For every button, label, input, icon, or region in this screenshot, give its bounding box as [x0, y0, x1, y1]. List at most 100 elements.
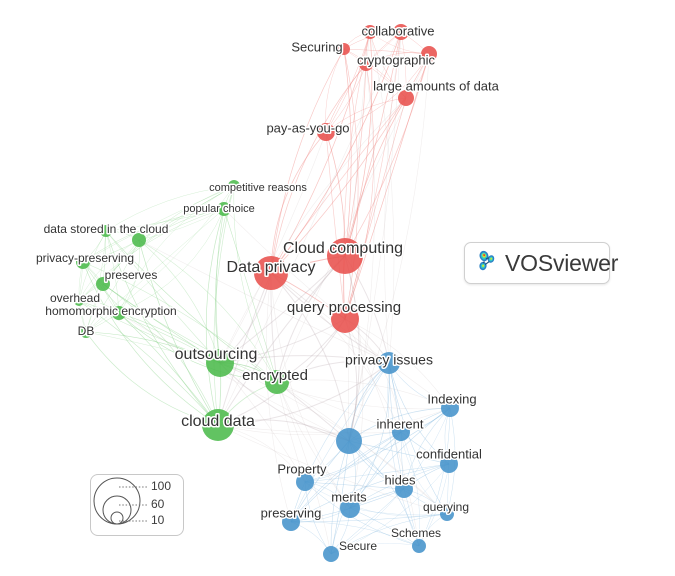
graph-node[interactable] [74, 296, 84, 306]
graph-edge [266, 272, 292, 523]
graph-edge [223, 208, 278, 383]
graph-node[interactable] [395, 480, 413, 498]
graph-edge [344, 255, 364, 509]
graph-edge [270, 53, 430, 274]
graph-edge [343, 48, 359, 320]
graph-edge [105, 230, 278, 383]
graph-node[interactable] [363, 25, 377, 39]
graph-edge [290, 407, 451, 523]
legend-value-10: 10 [151, 513, 165, 527]
graph-edge [138, 239, 278, 383]
graph-edge [82, 261, 221, 364]
graph-edge [270, 48, 345, 274]
vosviewer-logo-badge[interactable]: VOSviewer [464, 242, 618, 284]
graph-edge [418, 407, 451, 547]
graph-edge [349, 362, 390, 509]
node-label: query processing [287, 299, 401, 316]
graph-node[interactable] [441, 399, 459, 417]
graph-edge [330, 513, 448, 555]
graph-node[interactable] [296, 473, 314, 491]
graph-node[interactable] [202, 409, 234, 441]
graph-node[interactable] [393, 24, 409, 40]
graph-node[interactable] [265, 370, 289, 394]
graph-node[interactable] [100, 225, 112, 237]
graph-node[interactable] [323, 546, 339, 562]
graph-node[interactable] [398, 90, 414, 106]
node-label: Property [277, 461, 327, 476]
graph-edge [270, 31, 402, 274]
node-label: confidential [416, 446, 482, 461]
graph-node[interactable] [378, 352, 400, 374]
graph-edge [344, 318, 451, 409]
graph-node[interactable] [359, 57, 373, 71]
graph-edge [138, 239, 390, 364]
graph-node[interactable] [412, 539, 426, 553]
graph-edge [105, 208, 225, 232]
graph-edge [276, 381, 448, 515]
graph-node[interactable] [340, 498, 360, 518]
nodes-layer[interactable] [74, 24, 459, 562]
graph-node[interactable] [112, 306, 126, 320]
graph-edge [276, 379, 451, 409]
graph-edge [118, 208, 225, 314]
node-label: preserves [105, 268, 158, 282]
graph-node[interactable] [80, 326, 92, 338]
legend-leader-lines [119, 486, 148, 522]
graph-edge [78, 300, 219, 426]
graph-edge [330, 463, 450, 555]
graph-edge [105, 230, 219, 426]
graph-edge [290, 431, 402, 523]
graph-edge [304, 481, 420, 547]
legend-circle [93, 477, 141, 525]
graph-node[interactable] [338, 43, 350, 55]
node-label: Schemes [391, 526, 441, 540]
graph-edge [118, 312, 219, 426]
graph-edge [325, 131, 346, 257]
graph-node[interactable] [392, 423, 410, 441]
graph-edge [270, 97, 407, 274]
graph-node[interactable] [440, 507, 454, 521]
graph-node[interactable] [206, 349, 234, 377]
graph-node[interactable] [440, 455, 458, 473]
legend-value-100: 100 [151, 479, 171, 493]
graph-node[interactable] [254, 256, 288, 290]
graph-edge [217, 424, 402, 434]
graph-node[interactable] [76, 255, 90, 269]
graph-edge [276, 360, 390, 383]
legend-value-60: 60 [151, 497, 165, 511]
graph-edge [388, 362, 450, 465]
graph-node[interactable] [327, 238, 363, 274]
graph-edge [85, 331, 221, 364]
graph-edge [325, 31, 402, 133]
graph-node[interactable] [421, 46, 437, 62]
graph-edge [219, 362, 306, 483]
graph-node[interactable] [336, 428, 362, 454]
graph-edge [343, 48, 430, 55]
graph-edge [82, 261, 278, 383]
graph-node[interactable] [228, 180, 240, 192]
graph-edge [344, 97, 407, 257]
graph-edge [330, 431, 402, 555]
node-label: large amounts of data [373, 78, 500, 93]
graph-edge [344, 97, 407, 320]
graph-edge [118, 312, 278, 383]
graph-edge [105, 230, 221, 364]
graph-node[interactable] [217, 202, 231, 216]
graph-node[interactable] [317, 123, 335, 141]
graph-node[interactable] [331, 305, 359, 333]
graph-edge [138, 239, 219, 426]
graph-edge [219, 255, 346, 364]
edges-layer [78, 30, 456, 555]
graph-node[interactable] [132, 233, 146, 247]
graph-node[interactable] [282, 513, 300, 531]
graph-edge [118, 185, 235, 314]
node-label: Securing [291, 39, 342, 54]
graph-node[interactable] [96, 277, 110, 291]
graph-edge [270, 272, 350, 442]
graph-edge [102, 283, 278, 383]
graph-edge [290, 513, 448, 523]
graph-edge [270, 272, 351, 509]
graph-edge [384, 31, 402, 364]
